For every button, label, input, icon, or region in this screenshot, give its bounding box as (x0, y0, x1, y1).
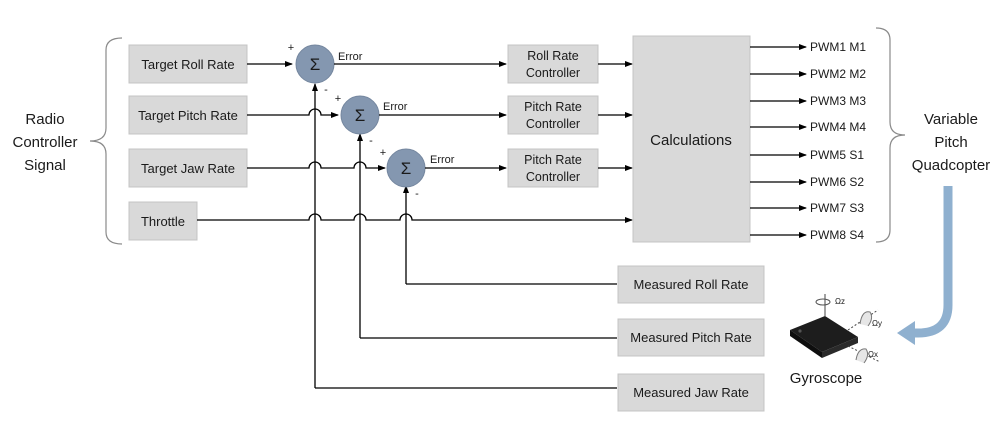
measured-jaw-rate: Measured Jaw Rate (617, 373, 765, 412)
error-label: Error (338, 51, 363, 63)
plus-sign: + (288, 42, 294, 54)
pwm-label: PWM8 S4 (810, 228, 864, 242)
feedback-curve-arrow (897, 186, 953, 345)
minus-sign: - (369, 135, 373, 147)
controller-pitch-rate-2: Pitch Rate Controller (507, 148, 599, 188)
right-label-line-2: Pitch (934, 134, 967, 151)
svg-text:Measured Jaw Rate: Measured Jaw Rate (633, 385, 749, 400)
right-label-line-3: Quadcopter (912, 157, 990, 174)
gyro-x-axis-icon: Ωx (847, 345, 881, 364)
pwm-label: PWM1 M1 (810, 40, 866, 54)
wire-jaw-to-summer (247, 161, 386, 171)
svg-text:Roll Rate: Roll Rate (527, 49, 578, 63)
gyroscope-chip-icon (790, 316, 858, 358)
wire-throttle-to-calculations (197, 213, 633, 223)
input-target-roll-rate: Target Roll Rate (128, 44, 248, 84)
measured-pitch-rate: Measured Pitch Rate (617, 318, 765, 357)
summer-roll: Σ + - Error (288, 42, 363, 96)
minus-sign: - (324, 84, 328, 96)
right-label-line-1: Variable (924, 111, 978, 128)
gyro-axis-label: Ωy (872, 319, 882, 328)
svg-text:Controller: Controller (526, 170, 580, 184)
svg-text:Controller: Controller (526, 66, 580, 80)
radio-controller-signal-label: Radio Controller Signal (12, 111, 77, 174)
svg-text:Σ: Σ (401, 159, 412, 178)
pwm-label: PWM7 S3 (810, 201, 864, 215)
svg-text:Σ: Σ (355, 106, 366, 125)
pwm-label: PWM5 S1 (810, 148, 864, 162)
svg-text:Throttle: Throttle (141, 214, 185, 229)
input-target-jaw-rate: Target Jaw Rate (128, 148, 248, 188)
pwm-label: PWM3 M3 (810, 94, 866, 108)
gyro-axis-label: Ωz (835, 297, 845, 306)
gyro-axis-label: Ωx (868, 350, 878, 359)
plus-sign: + (335, 93, 341, 105)
gyro-y-axis-icon: Ωy (847, 309, 882, 331)
gyroscope-label: Gyroscope (790, 370, 863, 387)
controller-roll-rate: Roll Rate Controller (507, 44, 599, 84)
left-label-line-1: Radio (25, 111, 64, 128)
left-label-line-2: Controller (12, 134, 77, 151)
wire-pitch-to-summer (247, 108, 339, 118)
minus-sign: - (415, 188, 419, 200)
pwm-label: PWM4 M4 (810, 120, 866, 134)
calculations-block: Calculations (632, 35, 751, 243)
pwm-outputs: PWM1 M1 PWM2 M2 PWM3 M3 PWM4 M4 PWM5 S1 … (750, 40, 866, 242)
svg-text:Measured Roll Rate: Measured Roll Rate (634, 277, 749, 292)
variable-pitch-quadcopter-label: Variable Pitch Quadcopter (912, 111, 990, 174)
right-brace (875, 27, 906, 243)
left-brace (89, 37, 123, 245)
error-label: Error (430, 154, 455, 166)
input-target-pitch-rate: Target Pitch Rate (128, 95, 248, 135)
pwm-label: PWM2 M2 (810, 67, 866, 81)
svg-text:Controller: Controller (526, 117, 580, 131)
svg-text:Σ: Σ (310, 55, 321, 74)
controller-pitch-rate-1: Pitch Rate Controller (507, 95, 599, 135)
summer-pitch: Σ + - Error (335, 93, 408, 147)
pwm-label: PWM6 S2 (810, 175, 864, 189)
left-label-line-3: Signal (24, 157, 66, 174)
svg-text:Target Pitch Rate: Target Pitch Rate (138, 108, 238, 123)
svg-text:Pitch Rate: Pitch Rate (524, 100, 582, 114)
svg-text:Target Jaw Rate: Target Jaw Rate (141, 161, 235, 176)
error-label: Error (383, 101, 408, 113)
svg-text:Pitch Rate: Pitch Rate (524, 153, 582, 167)
measured-roll-rate: Measured Roll Rate (617, 265, 765, 304)
svg-text:Measured Pitch Rate: Measured Pitch Rate (630, 330, 751, 345)
summer-jaw: Σ + - Error (380, 147, 455, 200)
svg-text:Calculations: Calculations (650, 132, 732, 149)
gyro-z-axis-icon: Ωz (815, 294, 845, 316)
input-throttle: Throttle (128, 201, 198, 241)
plus-sign: + (380, 147, 386, 159)
svg-text:Target Roll Rate: Target Roll Rate (141, 57, 234, 72)
